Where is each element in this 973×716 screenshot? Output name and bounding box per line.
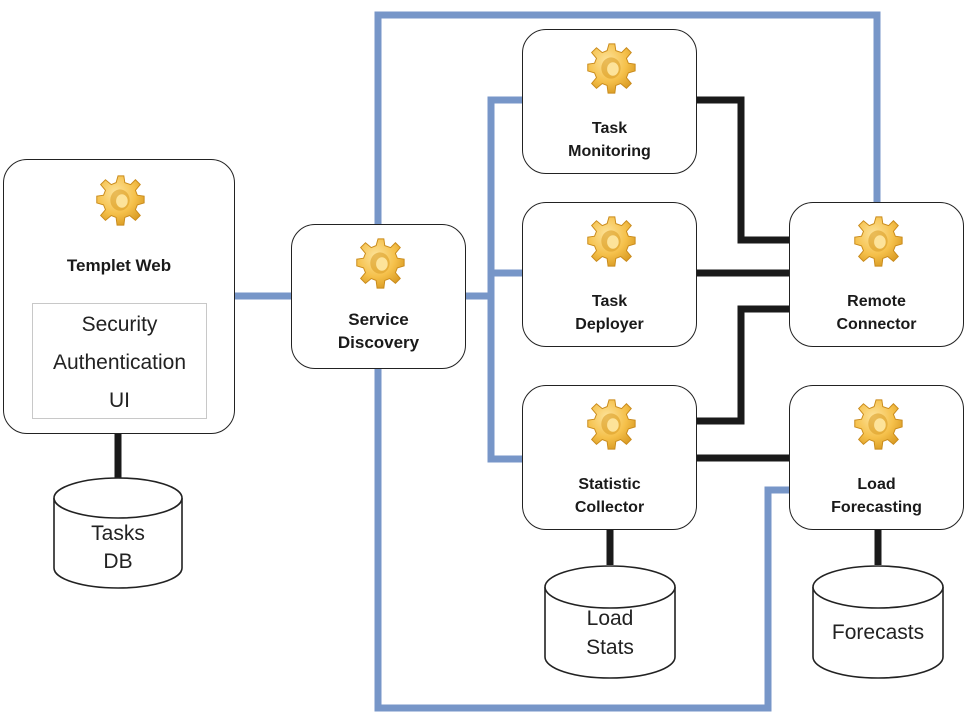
node-label-line2: Discovery bbox=[337, 333, 420, 352]
node-label-line2: Deployer bbox=[575, 316, 644, 333]
node-label-line2: Connector bbox=[836, 316, 917, 333]
component-ui: UI bbox=[109, 389, 130, 412]
gear-icon bbox=[853, 399, 903, 450]
gear-icon bbox=[96, 175, 145, 226]
bus-outer-loop-top bbox=[374, 11, 881, 224]
link-collector-remote bbox=[697, 305, 790, 425]
db-label-line2: DB bbox=[103, 550, 133, 573]
database-tasks-db[interactable]: Tasks DB bbox=[52, 476, 184, 592]
node-label-line2: Collector bbox=[574, 499, 645, 516]
node-load-forecasting[interactable]: Load Forecasting bbox=[789, 385, 964, 530]
gear-icon bbox=[586, 216, 636, 267]
node-label-line1: Statistic bbox=[578, 476, 641, 493]
node-label-line1: Load bbox=[857, 476, 896, 493]
node-label-line1: Task bbox=[591, 120, 628, 137]
node-label-line1: Remote bbox=[847, 293, 906, 310]
component-authentication: Authentication bbox=[52, 351, 187, 374]
node-templet-web[interactable]: Templet Web Security Authentication UI bbox=[3, 159, 235, 434]
db-label-line2: Stats bbox=[586, 636, 634, 659]
db-label-line1: Forecasts bbox=[831, 621, 925, 644]
database-cylinder-icon bbox=[53, 477, 183, 589]
component-security: Security bbox=[81, 313, 158, 336]
gear-icon bbox=[853, 216, 903, 267]
db-label-line1: Tasks bbox=[91, 522, 145, 545]
gear-icon bbox=[355, 238, 405, 289]
bus-outer-loop-bottom bbox=[374, 368, 790, 712]
node-remote-connector[interactable]: Remote Connector bbox=[789, 202, 964, 347]
bus-branch-monitoring bbox=[487, 96, 523, 463]
database-load-stats[interactable]: Load Stats bbox=[543, 563, 677, 681]
gear-icon bbox=[586, 399, 636, 450]
database-forecasts[interactable]: Forecasts bbox=[811, 563, 945, 681]
link-monitoring-remote bbox=[697, 96, 790, 244]
node-task-deployer[interactable]: Task Deployer bbox=[522, 202, 697, 347]
node-label-line1: Service bbox=[348, 310, 409, 329]
node-label-line2: Monitoring bbox=[568, 143, 651, 160]
node-service-discovery[interactable]: Service Discovery bbox=[291, 224, 466, 369]
node-statistic-collector[interactable]: Statistic Collector bbox=[522, 385, 697, 530]
node-label-line2: Forecasting bbox=[831, 499, 922, 516]
database-cylinder-icon bbox=[544, 565, 676, 679]
node-task-monitoring[interactable]: Task Monitoring bbox=[522, 29, 697, 174]
gear-icon bbox=[586, 43, 636, 94]
node-label-line1: Task bbox=[591, 293, 628, 310]
db-label-line1: Load bbox=[586, 607, 634, 630]
database-cylinder-icon bbox=[812, 565, 944, 679]
templet-web-components: Security Authentication UI bbox=[32, 303, 207, 419]
node-label: Templet Web bbox=[66, 256, 172, 275]
